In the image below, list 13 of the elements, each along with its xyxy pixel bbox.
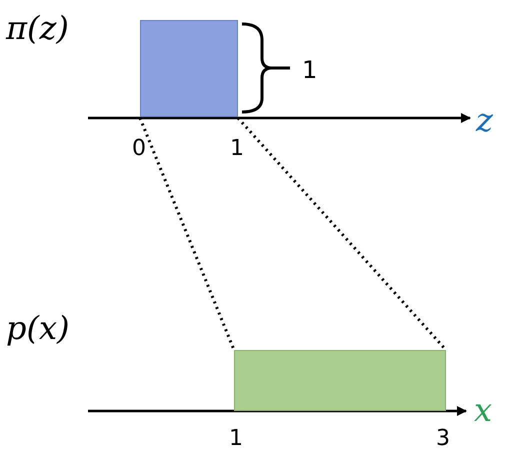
tick-label: 0 [132,138,146,160]
uniform-rectangle [234,350,446,411]
function-label: π(z) [6,12,69,44]
function-label: p(x) [6,312,70,344]
brace-label: 1 [302,58,318,82]
dotted-line [138,117,236,351]
axis-label: z [476,104,493,136]
tick-label: 3 [436,428,450,450]
dotted-line [236,117,448,351]
tick-label: 1 [229,428,243,450]
tick-label: 1 [230,138,244,160]
uniform-rectangle [140,20,238,117]
axis-label: x [474,394,492,426]
